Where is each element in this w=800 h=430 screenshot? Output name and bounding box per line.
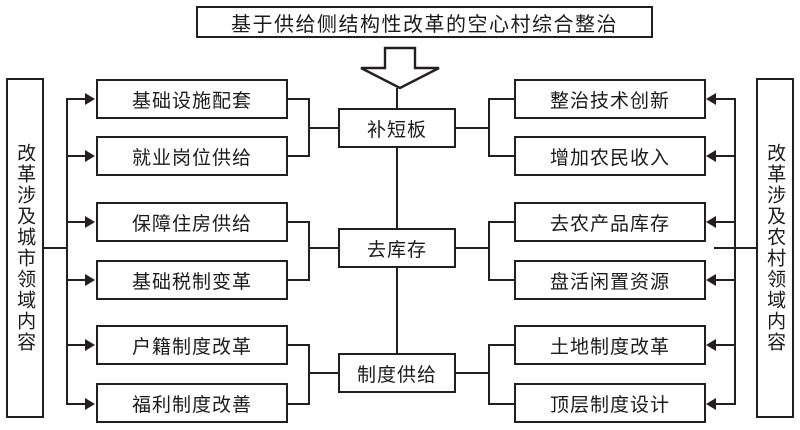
connector-split1-vertical	[488, 98, 490, 156]
connector-split3-vertical	[488, 344, 490, 404]
left-node-6: 福利制度改善	[96, 383, 288, 423]
arrow-left-6-icon	[85, 398, 95, 410]
left-node-3: 保障住房供给	[96, 202, 288, 242]
down-block-arrow-icon	[357, 46, 443, 90]
connector-right-stub-4	[716, 279, 736, 281]
connector-left-stub-4	[66, 279, 86, 281]
connector-split2-to-r3	[488, 221, 514, 223]
diagram-title-box: 基于供给侧结构性改革的空心村综合整治	[196, 6, 653, 38]
arrow-right-6-icon	[706, 398, 716, 410]
connector-left-bus	[66, 98, 68, 405]
connector-split3-to-r6	[488, 403, 514, 405]
arrow-right-1-icon	[706, 93, 716, 105]
left-node-5: 户籍制度改革	[96, 325, 288, 365]
connector-l2-to-merge1	[288, 155, 310, 157]
connector-center2-to-split2	[456, 247, 490, 249]
right-node-2: 增加农民收入	[514, 136, 706, 176]
arrow-right-4-icon	[706, 274, 716, 286]
arrow-left-5-icon	[85, 339, 95, 351]
connector-right-stub-2	[716, 155, 736, 157]
arrow-right-5-icon	[706, 339, 716, 351]
connector-left-stub-2	[66, 155, 86, 157]
connector-merge2-vertical	[308, 221, 310, 280]
connector-merge2-to-center2	[308, 247, 340, 249]
connector-right-stub-5	[716, 344, 736, 346]
connector-right-sidebar-trunk	[714, 247, 756, 249]
connector-merge1-to-center1	[308, 127, 340, 129]
connector-left-stub-1	[66, 98, 86, 100]
center-node-2: 去库存	[338, 228, 456, 268]
arrow-left-2-icon	[85, 150, 95, 162]
right-node-1: 整治技术创新	[514, 79, 706, 119]
connector-right-stub-3	[716, 221, 736, 223]
right-node-4: 盘活闲置资源	[514, 260, 706, 300]
connector-left-sidebar-trunk	[44, 247, 68, 249]
right-node-5: 土地制度改革	[514, 325, 706, 365]
center-node-1: 补短板	[338, 108, 456, 148]
connector-split2-to-r4	[488, 279, 514, 281]
connector-l5-to-merge3	[288, 344, 310, 346]
right-domain-label: 改革涉及农村领域内容	[756, 78, 794, 418]
connector-right-stub-6	[716, 403, 736, 405]
arrow-right-2-icon	[706, 150, 716, 162]
left-node-2: 就业岗位供给	[96, 136, 288, 176]
connector-right-stub-1	[716, 98, 736, 100]
left-domain-label: 改革涉及城市领域内容	[6, 78, 44, 418]
arrow-left-3-icon	[85, 216, 95, 228]
connector-center1-to-split1	[456, 127, 490, 129]
connector-left-stub-3	[66, 221, 86, 223]
connector-center-spine-2-3	[396, 268, 398, 354]
connector-center-spine-1-2	[396, 148, 398, 230]
connector-split1-to-r2	[488, 155, 514, 157]
arrow-left-4-icon	[85, 274, 95, 286]
left-node-1: 基础设施配套	[96, 79, 288, 119]
center-node-3: 制度供给	[338, 353, 456, 393]
arrow-right-3-icon	[706, 216, 716, 228]
connector-right-bus	[734, 98, 736, 405]
connector-split2-vertical	[488, 221, 490, 280]
right-node-3: 去农产品库存	[514, 202, 706, 242]
connector-left-stub-6	[66, 403, 86, 405]
connector-merge3-to-center3	[308, 372, 340, 374]
connector-merge3-vertical	[308, 344, 310, 404]
connector-split3-to-r5	[488, 344, 514, 346]
connector-l3-to-merge2	[288, 221, 310, 223]
connector-center3-to-split3	[456, 372, 490, 374]
connector-arrow-to-center1	[396, 88, 398, 109]
connector-l4-to-merge2	[288, 279, 310, 281]
connector-l6-to-merge3	[288, 403, 310, 405]
right-node-6: 顶层制度设计	[514, 383, 706, 423]
connector-split1-to-r1	[488, 98, 514, 100]
arrow-left-1-icon	[85, 93, 95, 105]
connector-l1-to-merge1	[288, 98, 310, 100]
left-node-4: 基础税制变革	[96, 260, 288, 300]
connector-left-stub-5	[66, 344, 86, 346]
